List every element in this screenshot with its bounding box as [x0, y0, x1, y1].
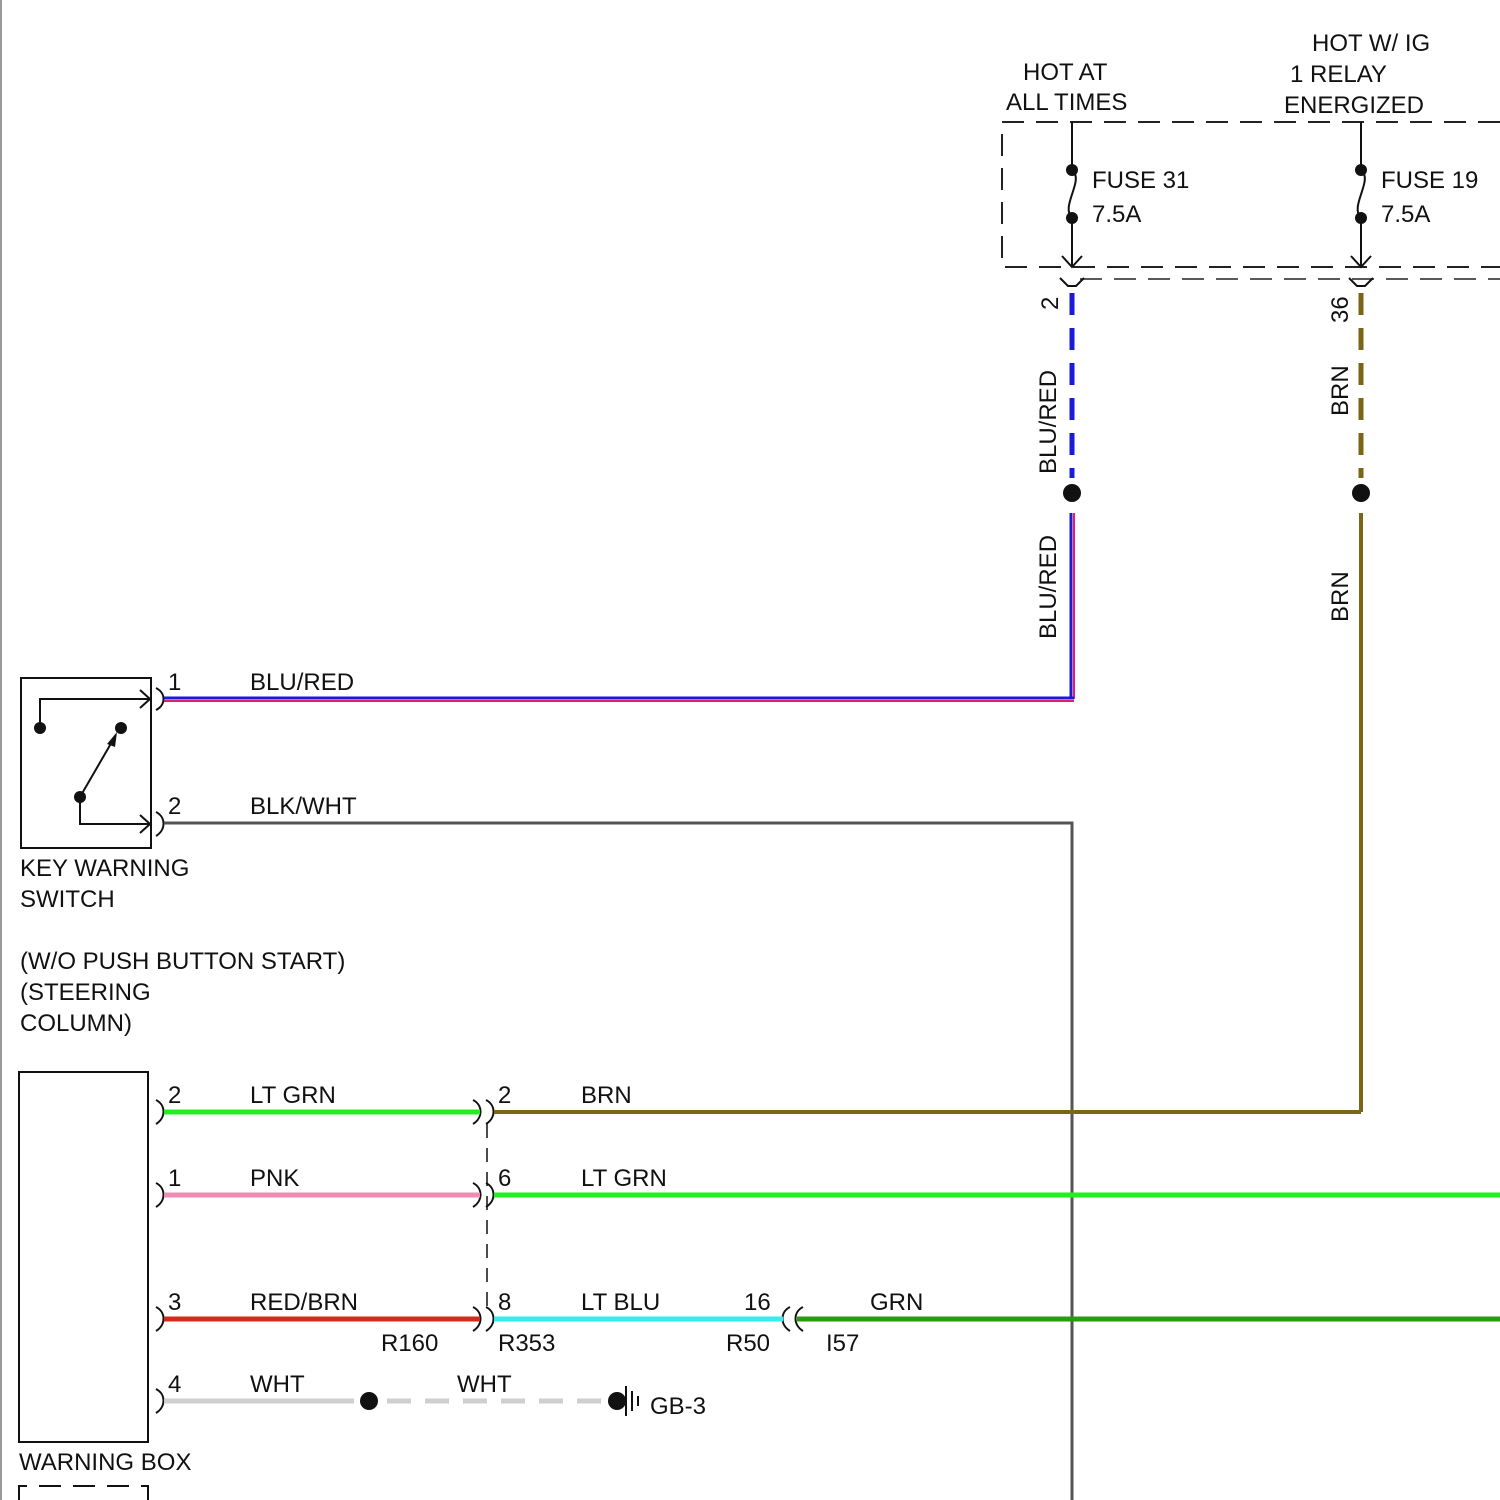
hot-w-ig-label-3: ENERGIZED [1284, 92, 1424, 119]
ground-label: GB-3 [650, 1393, 706, 1420]
note-line-1: (W/O PUSH BUTTON START) [20, 948, 345, 975]
hot-at-all-times-label-2: ALL TIMES [1006, 89, 1127, 116]
note-line-3: COLUMN) [20, 1010, 132, 1037]
wire-label-switch-blu-red: BLU/RED [250, 669, 354, 696]
connector-brackets [156, 1100, 803, 1413]
wire-label-wht-2: WHT [457, 1371, 512, 1398]
fuse-31-terminal-bottom [1066, 212, 1078, 224]
warning-box: WARNING BOX [19, 1072, 191, 1500]
wire-label-lt-blu: LT BLU [581, 1289, 660, 1316]
wire-label-grn: GRN [870, 1289, 923, 1316]
fuse-31-name: FUSE 31 [1092, 167, 1189, 194]
fuse-19-terminal-bottom [1355, 212, 1367, 224]
warning-box-title: WARNING BOX [19, 1449, 191, 1476]
fuse-19-name: FUSE 19 [1381, 167, 1478, 194]
note-line-2: (STEERING [20, 979, 151, 1006]
far-pin-16: 16 [744, 1289, 771, 1316]
switch-symbol [40, 688, 164, 836]
fuse-31-terminal-top [1066, 164, 1078, 176]
connector-r353: R353 [498, 1330, 555, 1357]
next-component-outline [19, 1486, 148, 1500]
out-pin-2: 2 [498, 1082, 511, 1109]
switch-pivot [74, 791, 86, 803]
fuse-box-outline [1002, 122, 1500, 267]
key-warning-switch-title-1: KEY WARNING [20, 855, 189, 882]
switch-pin-2: 2 [168, 793, 181, 820]
wire-label-blu-red-upper: BLU/RED [1035, 370, 1062, 474]
connector-r160: R160 [381, 1330, 438, 1357]
splice-left [1063, 484, 1081, 502]
wire-label-brn-row1: BRN [581, 1082, 632, 1109]
fuse-31-rating: 7.5A [1092, 201, 1141, 228]
box-pin-2: 2 [168, 1082, 181, 1109]
warning-box-outline [19, 1072, 148, 1442]
splice-right [1352, 484, 1370, 502]
box-pin-4: 4 [168, 1371, 181, 1398]
pin-36-label: 36 [1327, 296, 1354, 323]
hot-w-ig-label-2: 1 RELAY [1290, 61, 1387, 88]
key-warning-switch: KEY WARNING SWITCH (W/O PUSH BUTTON STAR… [20, 678, 345, 1037]
wire-label-lt-grn-row1: LT GRN [250, 1082, 336, 1109]
wire-label-brn-upper: BRN [1327, 365, 1354, 416]
key-warning-switch-title-2: SWITCH [20, 886, 115, 913]
switch-contact-right [115, 722, 127, 734]
ground-icon [617, 1386, 638, 1416]
connector-i57: I57 [826, 1330, 859, 1357]
fuse-19-terminal-top [1355, 164, 1367, 176]
box-pin-1: 1 [168, 1165, 181, 1192]
wire-label-red-brn: RED/BRN [250, 1289, 358, 1316]
box-pin-3: 3 [168, 1289, 181, 1316]
wire-label-lt-grn-row2: LT GRN [581, 1165, 667, 1192]
splice-wht [360, 1392, 378, 1410]
switch-arrowhead [107, 732, 117, 747]
wire-label-wht-1: WHT [250, 1371, 305, 1398]
wire-label-pnk: PNK [250, 1165, 299, 1192]
hot-at-all-times-label-1: HOT AT [1023, 59, 1108, 86]
wire-label-blk-wht: BLK/WHT [250, 793, 357, 820]
connector-r50: R50 [726, 1330, 770, 1357]
out-pin-6: 6 [498, 1165, 511, 1192]
wire-label-blu-red-lower: BLU/RED [1035, 535, 1062, 639]
switch-contact-left [34, 722, 46, 734]
fuse-31 [1060, 122, 1084, 286]
switch-pin-1: 1 [168, 669, 181, 696]
hot-w-ig-label-1: HOT W/ IG [1312, 30, 1430, 57]
fuse-19-rating: 7.5A [1381, 201, 1430, 228]
fuse-19 [1349, 122, 1373, 286]
fuse-box: HOT AT ALL TIMES HOT W/ IG 1 RELAY ENERG… [1002, 30, 1500, 286]
wire-label-brn-lower: BRN [1327, 571, 1354, 622]
pin-2-label: 2 [1037, 297, 1064, 310]
out-pin-8: 8 [498, 1289, 511, 1316]
